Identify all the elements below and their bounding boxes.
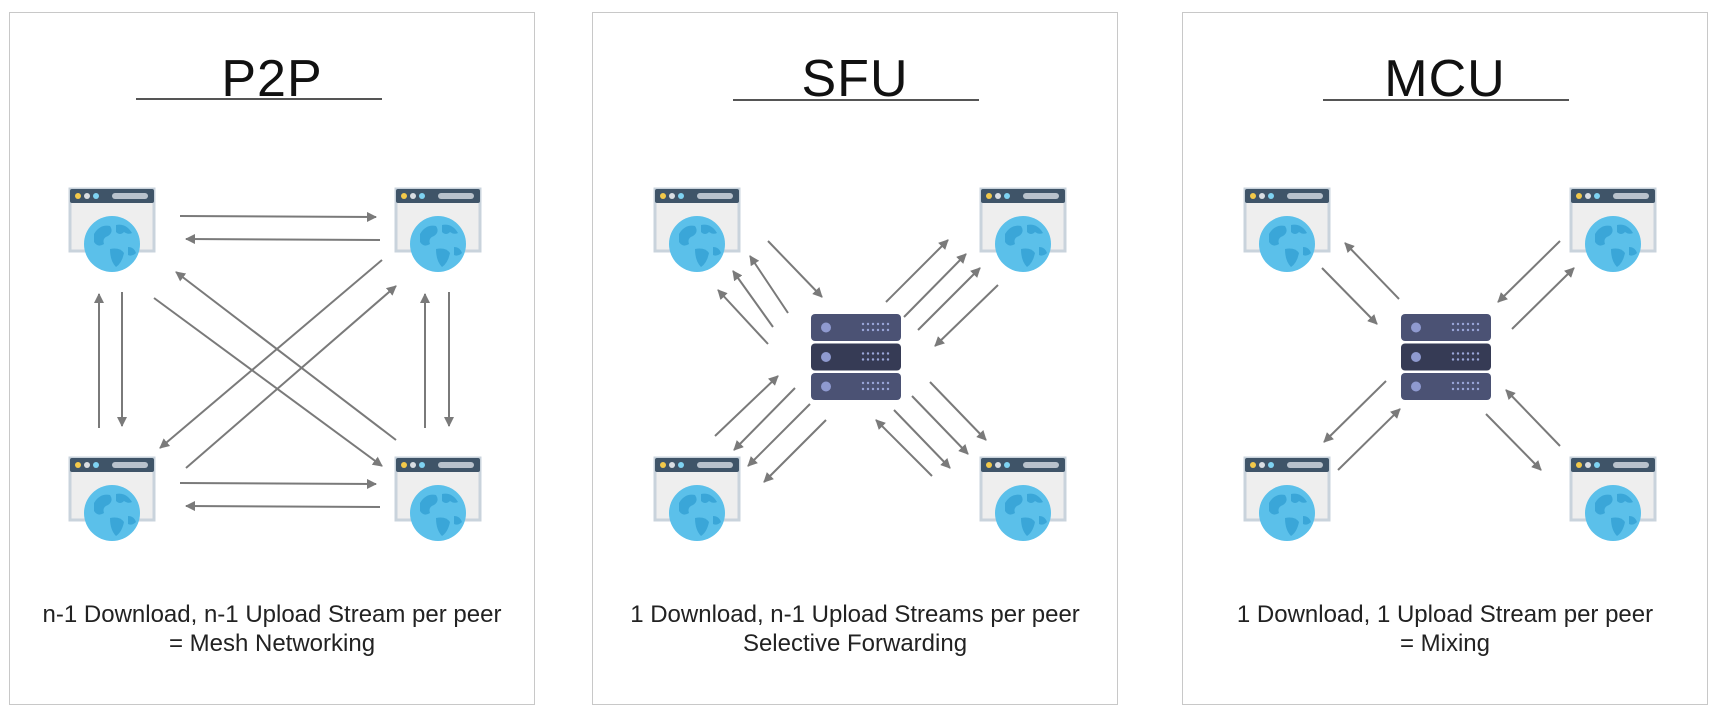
globe-icon (410, 216, 466, 272)
caption-line-2: Selective Forwarding (742, 630, 968, 657)
caption-line-2: = Mixing (1399, 630, 1491, 657)
title-underline (1323, 99, 1569, 101)
browser-peer-icon (394, 456, 482, 541)
flow-arrow (911, 395, 969, 455)
caption-line-2: = Mesh Networking (168, 630, 376, 657)
flow-arrow (934, 284, 999, 347)
browser-peer-icon (1243, 456, 1331, 541)
globe-icon (669, 216, 725, 272)
flow-arrow (732, 270, 774, 328)
browser-peer-icon (394, 187, 482, 272)
server-icon (811, 314, 901, 400)
panel-caption: 1 Download, n-1 Upload Streams per peer … (593, 600, 1117, 658)
flow-arrow (153, 297, 383, 467)
flow-arrow (185, 234, 381, 245)
flow-arrow (175, 271, 397, 441)
globe-icon (995, 216, 1051, 272)
browser-peer-icon (1243, 187, 1331, 272)
panel-title: SFU (801, 50, 909, 108)
browser-peer-icon (1569, 456, 1657, 541)
browser-peer-icon (68, 456, 156, 541)
globe-icon (84, 216, 140, 272)
flow-arrow (929, 381, 987, 441)
browser-peer-icon (979, 456, 1067, 541)
flow-arrow (185, 501, 381, 512)
flow-arrow (717, 289, 769, 345)
globe-icon (410, 485, 466, 541)
flow-arrow (1337, 408, 1401, 471)
title-underline (136, 98, 382, 100)
flow-arrow (733, 387, 796, 451)
browser-peer-icon (1569, 187, 1657, 272)
flow-arrow (1344, 242, 1400, 300)
flow-arrow (1321, 267, 1378, 325)
flow-arrow (767, 240, 823, 298)
panel-title: MCU (1384, 50, 1506, 108)
flow-arrow (917, 267, 981, 331)
browser-peer-icon (653, 187, 741, 272)
globe-icon (1259, 216, 1315, 272)
flow-arrow (903, 253, 967, 318)
title-underline (733, 99, 979, 101)
browser-peer-icon (979, 187, 1067, 272)
globe-icon (1585, 216, 1641, 272)
flow-arrow (185, 285, 397, 469)
flow-arrow (763, 419, 827, 483)
panel-caption: n-1 Download, n-1 Upload Stream per peer… (10, 600, 534, 658)
globe-icon (669, 485, 725, 541)
flow-arrow (179, 478, 377, 489)
icons-layer (68, 187, 1657, 541)
caption-line-1: n-1 Download, n-1 Upload Stream per peer (42, 601, 502, 628)
flow-arrow (1505, 389, 1561, 447)
flow-arrow (1497, 240, 1561, 303)
flow-arrow (875, 419, 933, 477)
flow-arrow (747, 403, 811, 467)
browser-peer-icon (68, 187, 156, 272)
flow-arrow (159, 259, 383, 449)
flow-arrow (749, 255, 789, 314)
flow-arrow (1511, 267, 1575, 330)
panel-caption: 1 Download, 1 Upload Stream per peer = M… (1183, 600, 1707, 658)
flow-arrow (179, 211, 377, 222)
globe-icon (1585, 485, 1641, 541)
caption-line-1: 1 Download, n-1 Upload Streams per peer (630, 601, 1080, 628)
globe-icon (995, 485, 1051, 541)
server-icon (1401, 314, 1491, 400)
flow-arrow (885, 239, 949, 303)
globe-icon (1259, 485, 1315, 541)
globe-icon (84, 485, 140, 541)
arrows-layer (94, 211, 1575, 512)
flow-arrow (1485, 413, 1542, 471)
caption-line-1: 1 Download, 1 Upload Stream per peer (1236, 601, 1654, 628)
flow-arrow (714, 375, 779, 437)
flow-arrow (1323, 380, 1387, 443)
flow-arrow (893, 409, 951, 469)
panel-p2p: P2P n-1 Download, n-1 Upload Stream per … (9, 12, 535, 705)
browser-peer-icon (653, 456, 741, 541)
